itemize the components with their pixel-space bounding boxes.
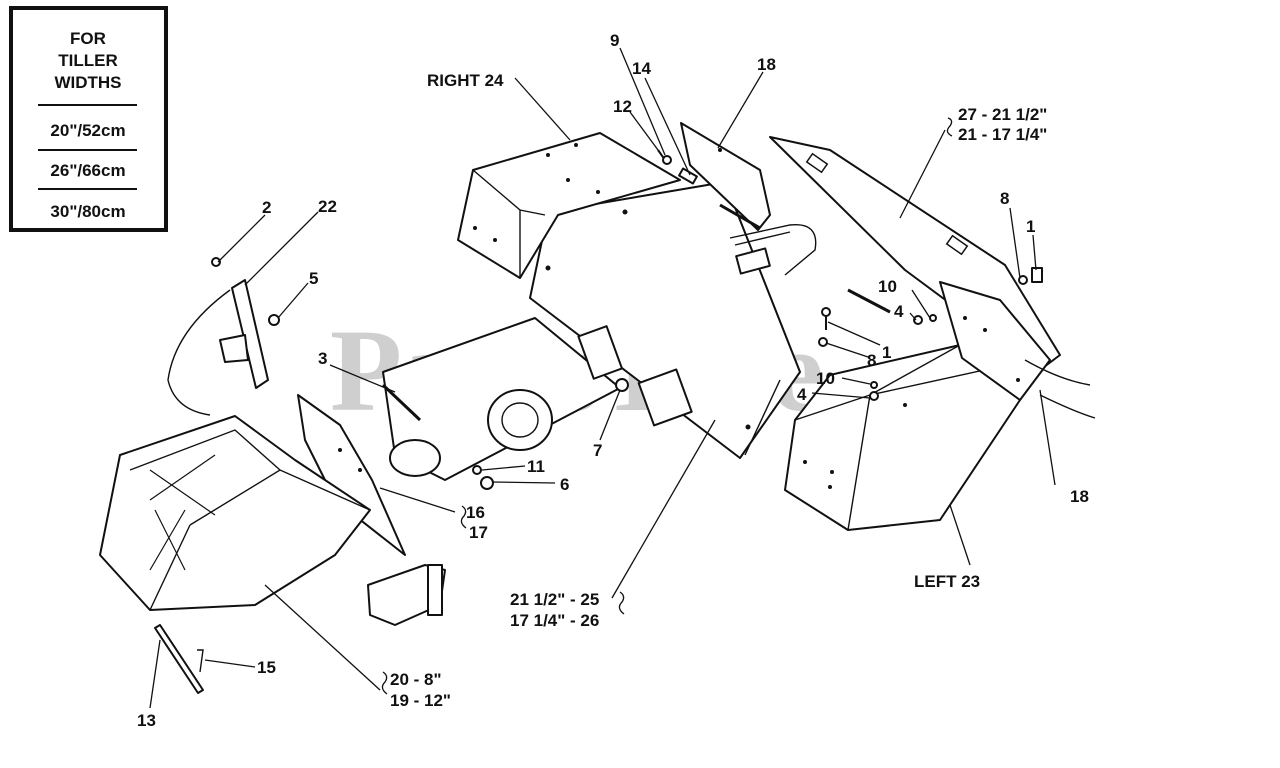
width-row-26in: 26"/66cm xyxy=(50,161,125,180)
callout-10-lower: 10 xyxy=(816,369,835,388)
pin-13 xyxy=(154,624,204,694)
callout-14: 14 xyxy=(632,59,651,78)
widths-header-line-2: TILLER xyxy=(58,51,118,70)
callout-20: 20 - 8" xyxy=(390,670,442,689)
tiller-widths-box: FOR TILLER WIDTHS 20"/52cm 26"/66cm 30"/… xyxy=(9,6,168,232)
callout-2: 2 xyxy=(262,198,271,217)
flap-plate-top xyxy=(680,122,771,231)
callout-6: 6 xyxy=(560,475,569,494)
callout-4-upper: 4 xyxy=(894,302,904,321)
callout-27: 27 - 21 1/2" xyxy=(958,105,1047,124)
callout-16: 16 xyxy=(466,503,485,522)
callout-26: 17 1/4" - 26 xyxy=(510,611,599,630)
callout-21: 21 - 17 1/4" xyxy=(958,125,1047,144)
callout-left-23: LEFT 23 xyxy=(914,572,980,591)
arm-22 xyxy=(219,279,269,389)
small-hardware xyxy=(211,149,1043,490)
widths-header-line-1: FOR xyxy=(70,29,106,48)
right-shield xyxy=(457,132,681,279)
callout-7: 7 xyxy=(593,441,602,460)
callout-5: 5 xyxy=(309,269,318,288)
callout-8-mid: 8 xyxy=(867,351,876,370)
width-row-30in: 30"/80cm xyxy=(50,202,125,221)
callout-18-right: 18 xyxy=(1070,487,1089,506)
callout-8-right: 8 xyxy=(1000,189,1009,208)
callout-9: 9 xyxy=(610,31,619,50)
side-plate xyxy=(297,394,406,556)
hinge-rod-bracket xyxy=(719,203,891,314)
callout-4-lower: 4 xyxy=(797,385,807,404)
callout-right-24: RIGHT 24 xyxy=(427,71,504,90)
transmission-housing xyxy=(382,317,693,481)
widths-header-line-3: WIDTHS xyxy=(54,73,121,92)
callout-1-right: 1 xyxy=(1026,217,1035,236)
callout-12: 12 xyxy=(613,97,632,116)
callout-11: 11 xyxy=(527,457,545,476)
callout-13: 13 xyxy=(137,711,156,730)
clip-15 xyxy=(197,649,204,673)
callout-1-mid: 1 xyxy=(882,343,891,362)
width-row-20in: 20"/52cm xyxy=(50,121,125,140)
callout-19: 19 - 12" xyxy=(390,691,451,710)
callout-3: 3 xyxy=(318,349,327,368)
flap-plate-right xyxy=(939,281,1051,401)
callout-18-top: 18 xyxy=(757,55,776,74)
callout-15: 15 xyxy=(257,658,276,677)
depth-bar-bracket xyxy=(367,564,446,626)
callout-25: 21 1/2" - 25 xyxy=(510,590,599,609)
leader-lines xyxy=(149,47,1056,709)
callout-17: 17 xyxy=(469,523,488,542)
front-tine-shield xyxy=(99,415,371,611)
callout-22: 22 xyxy=(318,197,337,216)
callout-10-upper: 10 xyxy=(878,277,897,296)
